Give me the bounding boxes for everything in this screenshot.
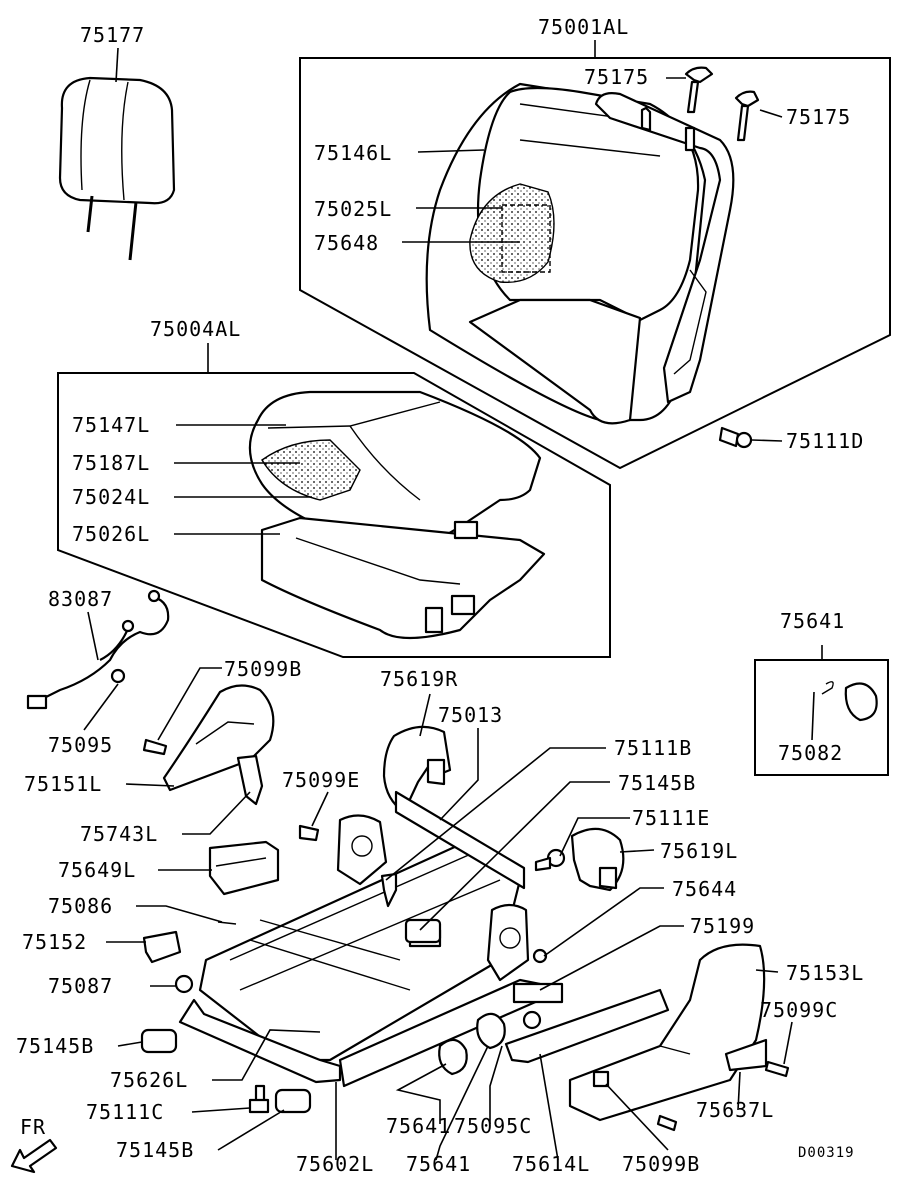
label-75004AL: 75004AL (150, 317, 241, 341)
label-75602L: 75602L (296, 1152, 374, 1176)
label-75095C: 75095C (454, 1114, 532, 1138)
bolt-75111D (718, 426, 753, 449)
label-75619R: 75619R (380, 667, 458, 691)
front-direction-arrow-icon (10, 1138, 58, 1174)
label-75637L: 75637L (696, 1098, 774, 1122)
label-75111B: 75111B (614, 736, 692, 760)
seatback-part (425, 82, 735, 425)
label-75087: 75087 (48, 974, 113, 998)
headrest-guide-part-2 (734, 90, 760, 142)
label-75095: 75095 (48, 733, 113, 757)
label-75099C: 75099C (760, 998, 838, 1022)
seat-cushion-part (248, 390, 546, 640)
seat-frame-part (178, 790, 564, 1088)
label-75086: 75086 (48, 894, 113, 918)
label-75152: 75152 (22, 930, 87, 954)
label-75641-bottom: 75641 (406, 1152, 471, 1176)
label-83087: 83087 (48, 587, 113, 611)
nut-75644-part (532, 948, 548, 964)
label-75024L: 75024L (72, 485, 150, 509)
label-75644: 75644 (672, 877, 737, 901)
label-75153L: 75153L (786, 961, 864, 985)
label-75619L: 75619L (660, 839, 738, 863)
label-75147L: 75147L (72, 413, 150, 437)
wire-harness-part (26, 589, 170, 710)
label-75146L: 75146L (314, 141, 392, 165)
cushion-assembly-box (57, 372, 611, 658)
label-75743L: 75743L (80, 822, 158, 846)
bolt-75099C-part (764, 1060, 790, 1078)
headrest-part (58, 76, 176, 261)
label-75026L: 75026L (72, 522, 150, 546)
label-75013: 75013 (438, 703, 503, 727)
bolt-75111C-part (248, 1084, 270, 1114)
diagram-code: D00319 (798, 1145, 855, 1161)
label-75145B-left: 75145B (16, 1034, 94, 1058)
label-75649L: 75649L (58, 858, 136, 882)
bolt-75099E-part (298, 824, 320, 842)
leader-lines (83, 40, 823, 1161)
side-cover-75151L-part (162, 684, 275, 806)
label-75099B-upper: 75099B (224, 657, 302, 681)
nut-75087-part (174, 974, 194, 994)
bolt-75099B-part-2 (656, 1114, 678, 1132)
label-75025L: 75025L (314, 197, 392, 221)
cap-75145B-part-2 (274, 1088, 312, 1114)
label-75145B-bottom: 75145B (116, 1138, 194, 1162)
bracket-75649L-part (208, 840, 280, 896)
label-75177: 75177 (80, 23, 145, 47)
label-75199: 75199 (690, 914, 755, 938)
headrest-guide-part-1 (684, 66, 714, 114)
knob-75641-part-1 (438, 1038, 468, 1076)
bolt-75099B-part-1 (142, 738, 168, 756)
label-75001AL: 75001AL (538, 15, 629, 39)
label-75648: 75648 (314, 231, 379, 255)
knob-set-75641-part (821, 681, 878, 722)
knob-75095C-part (522, 1010, 542, 1030)
label-75151L: 75151L (24, 772, 102, 796)
label-75187L: 75187L (72, 451, 150, 475)
label-75082: 75082 (778, 741, 843, 765)
label-75614L: 75614L (512, 1152, 590, 1176)
cap-75145B-part-3 (404, 918, 442, 944)
label-75641-mid: 75641 (386, 1114, 451, 1138)
label-75111E: 75111E (632, 806, 710, 830)
label-75641-box: 75641 (780, 609, 845, 633)
label-75111D: 75111D (786, 429, 864, 453)
side-cover-75614L-part (504, 988, 670, 1064)
label-75099B-bottom: 75099B (622, 1152, 700, 1176)
label-75111C: 75111C (86, 1100, 164, 1124)
seatback-assembly-box (299, 57, 891, 470)
label-75175-right: 75175 (786, 105, 851, 129)
knob-75641-part-2 (476, 1012, 506, 1050)
side-shield-75153L-part (568, 943, 766, 1122)
cap-75145B-part-1 (140, 1028, 178, 1054)
label-75175-upper: 75175 (584, 65, 649, 89)
label-75099E: 75099E (282, 768, 360, 792)
label-75145B-mid: 75145B (618, 771, 696, 795)
front-direction-label: FR (20, 1115, 46, 1139)
clip-75152-part (142, 930, 182, 964)
recliner-cover-75619R-part (382, 725, 452, 814)
recliner-cover-75619L-part (570, 827, 625, 892)
label-75626L: 75626L (110, 1068, 188, 1092)
bolt-75111E-part (534, 848, 566, 872)
